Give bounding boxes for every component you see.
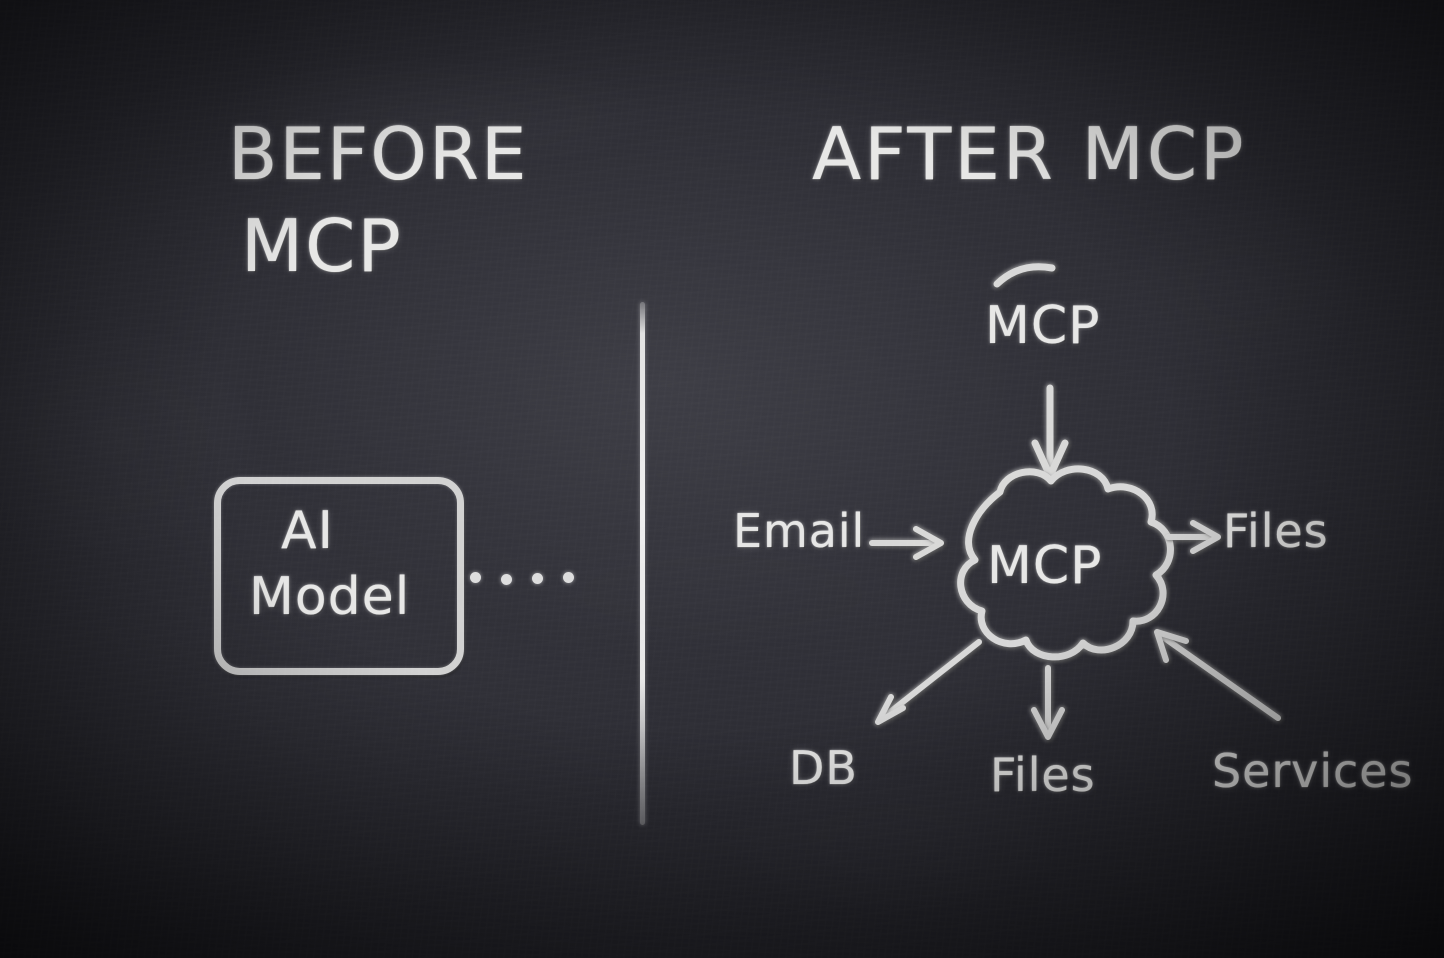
arrow-cloud-to-files-right-head (1190, 520, 1221, 554)
before-heading-line2: MCP (241, 204, 403, 288)
node-label-email: Email (733, 504, 866, 558)
after-heading: AFTER MCP (812, 112, 1247, 196)
panel-divider (640, 302, 645, 825)
mcp-arc-accent (993, 263, 1056, 288)
ellipsis-dot (501, 574, 512, 585)
arrow-cloud-to-db-head (875, 694, 906, 725)
arrow-cloud-to-files-bottom-head (1031, 707, 1065, 740)
mcp-top-label: MCP (985, 296, 1101, 356)
mcp-cloud-label: MCP (987, 536, 1103, 596)
node-label-db: DB (789, 741, 858, 795)
arrow-services-to-cloud (1160, 634, 1281, 721)
ai-model-label-line2: Model (249, 567, 411, 627)
before-heading-line1: BEFORE (228, 112, 529, 196)
arrow-email-to-cloud-head (913, 526, 944, 560)
ai-model-label-line1: AI (281, 501, 334, 561)
ellipsis-dot (470, 572, 481, 583)
arrow-services-to-cloud-head (1154, 629, 1189, 663)
node-label-files-right: Files (1223, 504, 1329, 558)
arrow-cloud-to-db (882, 639, 982, 719)
arrow-mcp-to-cloud-head (1031, 439, 1069, 480)
node-label-files-bottom: Files (990, 748, 1096, 802)
ellipsis-dot (563, 572, 574, 583)
ellipsis-dot (532, 573, 543, 584)
node-label-services: Services (1212, 744, 1414, 798)
